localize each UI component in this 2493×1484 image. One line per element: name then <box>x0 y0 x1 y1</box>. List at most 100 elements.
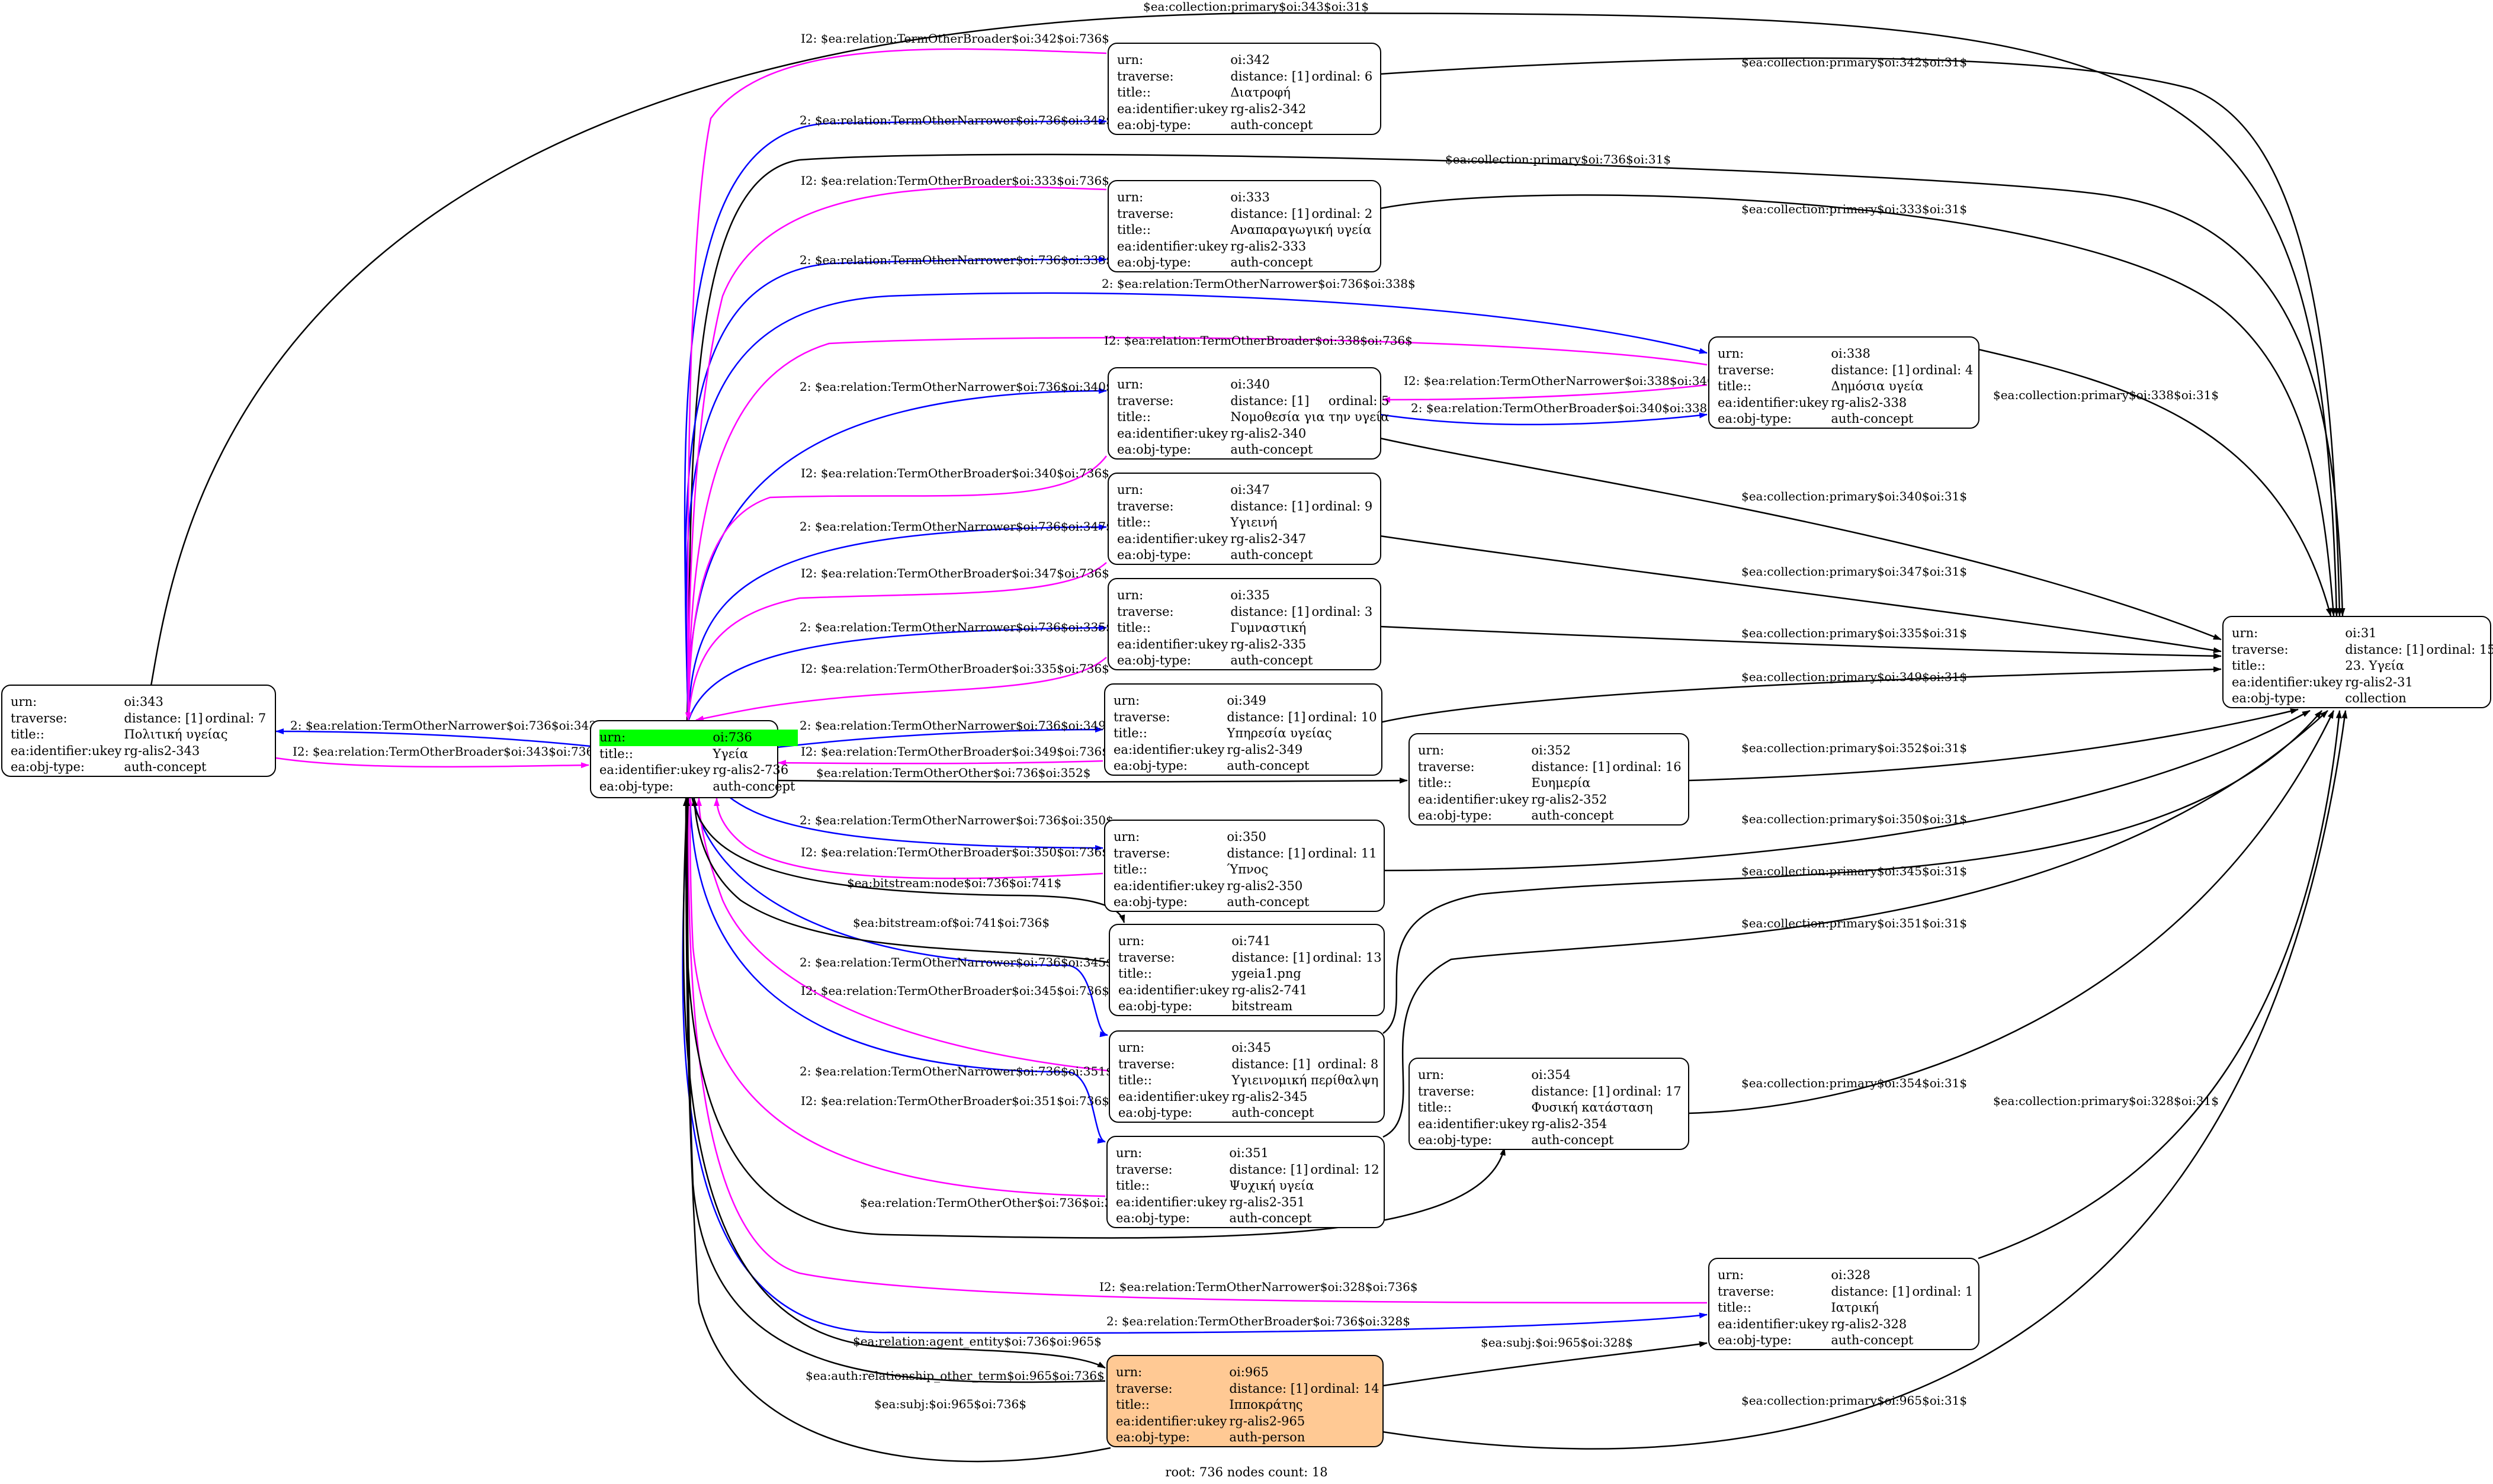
value-ordinal: ordinal: 3 <box>1311 604 1373 619</box>
label-b328: 2: $ea:relation:TermOtherBroader$oi:736$… <box>1106 1314 1410 1328</box>
node-352[interactable]: urn:oi:352 traverse:distance: [1]ordinal… <box>1408 733 1689 825</box>
key-obj-type: ea:obj-type: <box>1418 808 1492 823</box>
node-965[interactable]: urn:oi:965 traverse:distance: [1]ordinal… <box>1106 1355 1384 1447</box>
value-distance: distance: [1] <box>1531 1084 1610 1098</box>
value-title: Υγιεινή <box>1230 515 1278 529</box>
node-338[interactable]: urn:oi:338 traverse:distance: [1]ordinal… <box>1708 336 1979 429</box>
value-obj-type: collection <box>2345 691 2407 705</box>
value-urn: oi:350 <box>1227 830 1266 844</box>
value-obj-type: auth-concept <box>1831 412 1914 426</box>
key-traverse: traverse: <box>1116 1162 1173 1177</box>
value-urn: oi:343 <box>124 695 163 709</box>
edge-collection-349 <box>1379 666 2222 724</box>
node-343[interactable]: urn:oi:343 traverse:distance: [1]ordinal… <box>1 685 276 777</box>
label-b349: I2: $ea:relation:TermOtherBroader$oi:349… <box>801 744 1109 759</box>
key-traverse: traverse: <box>1118 1056 1175 1071</box>
edge-broader-350 <box>714 798 1103 879</box>
value-ukey: rg-alis2-965 <box>1229 1414 1305 1428</box>
edge-narrower-347 <box>687 524 1107 722</box>
edge-broader-335 <box>695 657 1107 722</box>
value-urn: oi:335 <box>1230 588 1270 602</box>
value-title: Υγιεινομική περίθαλψη <box>1231 1073 1379 1087</box>
node-345[interactable]: urn:oi:345 traverse:distance: [1]ordinal… <box>1109 1030 1385 1123</box>
key-obj-type: ea:obj-type: <box>1114 895 1188 909</box>
node-347[interactable]: urn:oi:347 traverse:distance: [1]ordinal… <box>1108 473 1381 565</box>
value-ukey: rg-alis2-333 <box>1230 239 1307 253</box>
value-distance: distance: [1] <box>1230 206 1310 221</box>
value-ukey: rg-alis2-352 <box>1531 792 1608 807</box>
key-urn: urn: <box>1116 1365 1143 1379</box>
key-title: title:: <box>599 746 633 761</box>
edge-collection-333 <box>1379 194 2336 616</box>
edge-broader-347 <box>686 562 1107 721</box>
value-obj-type: auth-person <box>1229 1430 1305 1444</box>
value-ukey: rg-alis2-343 <box>124 743 200 758</box>
label-n351: 2: $ea:relation:TermOtherNarrower$oi:736… <box>800 1064 1114 1078</box>
node-741[interactable]: urn:oi:741 traverse:distance: [1]ordinal… <box>1109 924 1385 1016</box>
edge-collection-351 <box>1382 710 2328 1138</box>
key-urn: urn: <box>1117 588 1144 602</box>
node-354[interactable]: urn:oi:354 traverse:distance: [1]ordinal… <box>1408 1058 1689 1150</box>
key-ukey: ea:identifier:ukey <box>2232 674 2343 689</box>
edge-narrower-350 <box>728 796 1103 851</box>
value-urn: oi:31 <box>2345 626 2377 640</box>
value-obj-type: auth-concept <box>713 779 795 794</box>
label-b347: I2: $ea:relation:TermOtherBroader$oi:347… <box>801 566 1109 580</box>
value-urn: oi:345 <box>1231 1040 1271 1055</box>
edge-other-352 <box>777 778 1408 784</box>
key-urn: urn: <box>1117 53 1144 67</box>
key-traverse: traverse: <box>1114 709 1170 724</box>
node-31[interactable]: urn:oi:31 traverse:distance: [1]ordinal:… <box>2222 616 2493 708</box>
edge-broader-345 <box>696 798 1108 1072</box>
key-obj-type: ea:obj-type: <box>1117 255 1191 269</box>
key-obj-type: ea:obj-type: <box>1718 1333 1792 1347</box>
node-351[interactable]: urn:oi:351 traverse:distance: [1]ordinal… <box>1106 1136 1385 1228</box>
key-urn: urn: <box>1718 1268 1744 1282</box>
edge-broader-351 <box>687 798 1106 1197</box>
key-urn: urn: <box>1418 1068 1445 1082</box>
key-obj-type: ea:obj-type: <box>1117 653 1191 667</box>
node-328[interactable]: urn:oi:328 traverse:distance: [1]ordinal… <box>1708 1258 1979 1350</box>
value-obj-type: auth-concept <box>1230 118 1313 132</box>
key-title: title:: <box>1117 410 1151 424</box>
edge-collection-343 <box>150 12 2340 686</box>
key-title: title:: <box>1116 1178 1150 1193</box>
key-traverse: traverse: <box>1718 1284 1775 1299</box>
key-obj-type: ea:obj-type: <box>1117 548 1191 562</box>
key-traverse: traverse: <box>1117 69 1174 83</box>
node-335[interactable]: urn:oi:335 traverse:distance: [1]ordinal… <box>1108 578 1381 670</box>
value-ordinal: ordinal: 5 <box>1328 393 1390 408</box>
value-obj-type: auth-concept <box>1230 653 1313 667</box>
edge-broader-343 <box>275 757 589 769</box>
node-350[interactable]: urn:oi:350 traverse:distance: [1]ordinal… <box>1104 820 1385 912</box>
node-342[interactable]: urn:oi:342 traverse:distance: [1]ordinal… <box>1108 43 1381 135</box>
label-coll343: $ea:collection:primary$oi:343$oi:31$ <box>1143 0 1369 14</box>
value-ordinal: ordinal: 2 <box>1311 206 1373 221</box>
value-title: Διατροφή <box>1230 85 1291 99</box>
label-n338: 2: $ea:relation:TermOtherNarrower$oi:736… <box>1102 277 1416 291</box>
value-urn: oi:354 <box>1531 1068 1571 1082</box>
node-349[interactable]: urn:oi:349 traverse:distance: [1]ordinal… <box>1104 683 1382 776</box>
label-n343: 2: $ea:relation:TermOtherNarrower$oi:736… <box>290 718 604 733</box>
key-obj-type: ea:obj-type: <box>599 779 673 794</box>
label-o354: $ea:relation:TermOtherOther$oi:736$oi:35… <box>860 1196 1134 1210</box>
key-ukey: ea:identifier:ukey <box>1418 1116 1529 1131</box>
node-333[interactable]: urn:oi:333 traverse:distance: [1]ordinal… <box>1108 180 1381 272</box>
value-ordinal: ordinal: 7 <box>205 711 267 725</box>
node-736-root[interactable]: urn:oi:736 title::Υγεία ea:identifier:uk… <box>590 720 798 798</box>
key-ukey: ea:identifier:ukey <box>1118 1089 1230 1104</box>
node-340[interactable]: urn:oi:340 traverse:distance: [1]ordinal… <box>1108 367 1390 460</box>
key-obj-type: ea:obj-type: <box>1117 442 1191 457</box>
value-obj-type: auth-concept <box>1230 548 1313 562</box>
value-title: Ύπνος <box>1227 862 1269 876</box>
key-ukey: ea:identifier:ukey <box>1117 637 1228 651</box>
value-obj-type: auth-concept <box>1831 1333 1914 1347</box>
value-distance: distance: [1] <box>1230 499 1310 513</box>
edge-narrower-338-340 <box>1382 384 1708 403</box>
value-obj-type: auth-concept <box>1230 255 1313 269</box>
key-obj-type: ea:obj-type: <box>11 760 85 774</box>
key-traverse: traverse: <box>1117 206 1174 221</box>
value-ordinal: ordinal: 17 <box>1612 1084 1682 1098</box>
value-urn: oi:338 <box>1831 346 1870 361</box>
